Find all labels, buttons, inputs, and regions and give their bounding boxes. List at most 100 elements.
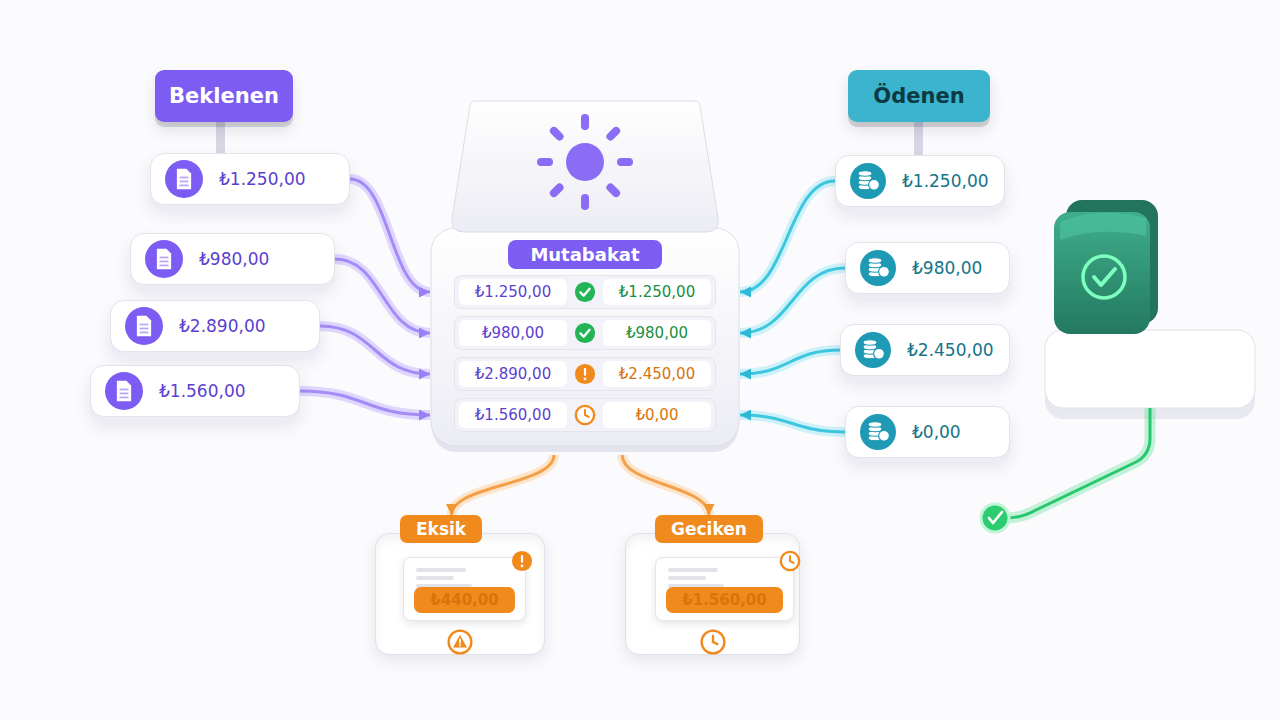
- amount-card: ₺1.560,00: [655, 557, 794, 621]
- flow-connector: [335, 259, 430, 333]
- pipe: [740, 350, 840, 374]
- wallet-body: [1054, 212, 1150, 334]
- table-row: ₺1.560,00 ₺0,00: [454, 398, 716, 432]
- pipe: [335, 259, 430, 333]
- card-line: [416, 568, 466, 572]
- column-sign: Ödenen: [848, 70, 990, 122]
- amount-text: ₺2.450,00: [907, 340, 994, 360]
- wallet-check-ring: [1083, 256, 1125, 298]
- tray-title: Geciken: [655, 515, 763, 543]
- clock-icon: [574, 404, 596, 426]
- card-line: [416, 576, 454, 580]
- pipe-glow: [452, 455, 555, 515]
- table-row: ₺980,00 ₺980,00: [454, 316, 716, 350]
- pipe: [740, 415, 845, 432]
- amount-card: ₺440,00: [403, 557, 526, 621]
- table-row: ₺2.890,00 ₺2.450,00: [454, 357, 716, 391]
- tray-title: Eksik: [400, 515, 482, 543]
- tray-clock-icon: [700, 629, 726, 655]
- card-line: [668, 568, 718, 572]
- coin-icon: [855, 332, 891, 368]
- column-title: Beklenen: [169, 84, 279, 108]
- flow-connector: [740, 350, 840, 374]
- result-tray: Eksik ₺440,00: [375, 515, 545, 655]
- table-cell: ₺980,00: [603, 320, 711, 346]
- column-sign: Beklenen: [155, 70, 293, 122]
- table-cell: ₺1.560,00: [459, 402, 567, 428]
- wallet-check: [1094, 269, 1115, 285]
- table-cell: ₺2.450,00: [603, 361, 711, 387]
- table-cell-text: ₺1.560,00: [475, 406, 551, 424]
- flow-connector: [300, 391, 430, 415]
- document-icon: [145, 240, 183, 278]
- table-cell-text: ₺1.250,00: [619, 283, 695, 301]
- sign-post: [216, 118, 225, 156]
- pipe-glow: [740, 350, 840, 374]
- pipe-glow: [622, 455, 709, 515]
- paid-box: ₺980,00: [845, 242, 1010, 294]
- warning-icon: [511, 550, 533, 572]
- expected-box: ₺2.890,00: [110, 300, 320, 352]
- table-cell-text: ₺1.250,00: [475, 283, 551, 301]
- flow-connector: [740, 268, 845, 333]
- paid-box: ₺0,00: [845, 406, 1010, 458]
- pipe-glow: [300, 391, 430, 415]
- table-cell: ₺2.890,00: [459, 361, 567, 387]
- flow-connector: [740, 415, 845, 432]
- document-icon: [105, 372, 143, 410]
- done-dot: [981, 504, 1009, 532]
- pipe: [622, 455, 709, 515]
- match-icon: [574, 322, 596, 344]
- table-cell-text: ₺0,00: [636, 406, 679, 424]
- flow-connector: [452, 455, 555, 515]
- wallet-flap: [1060, 213, 1146, 240]
- document-icon: [125, 307, 163, 345]
- pipe: [320, 326, 430, 374]
- machine-title: Mutabakat: [508, 240, 661, 269]
- table-cell: ₺980,00: [459, 320, 567, 346]
- pipe-glow: [740, 268, 845, 333]
- document-icon: [165, 160, 203, 198]
- table-cell: ₺1.250,00: [603, 279, 711, 305]
- pipe: [740, 268, 845, 333]
- amount-text: ₺1.250,00: [902, 171, 989, 191]
- amount-text: ₺980,00: [199, 249, 269, 269]
- amount-text: ₺440,00: [414, 587, 514, 613]
- table-cell-text: ₺980,00: [482, 324, 544, 342]
- table-cell-text: ₺2.450,00: [619, 365, 695, 383]
- amount-text: ₺1.560,00: [666, 587, 782, 613]
- pipe-glow: [320, 326, 430, 374]
- payout-pipe: [1006, 408, 1150, 518]
- coin-icon: [860, 414, 896, 450]
- paid-box: ₺2.450,00: [840, 324, 1010, 376]
- table-row: ₺1.250,00 ₺1.250,00: [454, 275, 716, 309]
- pipe: [300, 391, 430, 415]
- done-check: [989, 512, 1002, 523]
- clock-icon: [779, 550, 801, 572]
- expected-box: ₺1.250,00: [150, 153, 350, 205]
- expected-box: ₺980,00: [130, 233, 335, 285]
- payout-pipe-glow: [1006, 408, 1150, 518]
- column-title: Ödenen: [873, 84, 964, 108]
- result-tray: Geciken ₺1.560,00: [625, 515, 800, 655]
- amount-text: ₺0,00: [912, 422, 961, 442]
- expected-box: ₺1.560,00: [90, 365, 300, 417]
- warning-icon: [574, 363, 596, 385]
- amount-text: ₺2.890,00: [179, 316, 266, 336]
- reconcile-machine: Mutabakat₺1.250,00₺1.250,00₺980,00₺980,0…: [430, 100, 740, 455]
- pipe-glow: [740, 415, 845, 432]
- sign-post: [914, 118, 923, 158]
- amount-text: ₺980,00: [912, 258, 982, 278]
- flow-connector: [320, 326, 430, 374]
- amount-text: ₺1.250,00: [219, 169, 306, 189]
- amount-text: ₺1.560,00: [159, 381, 246, 401]
- pipe-glow: [335, 259, 430, 333]
- table-cell: ₺0,00: [603, 402, 711, 428]
- wallet-base: [1045, 330, 1255, 408]
- coin-icon: [860, 250, 896, 286]
- table-cell-text: ₺980,00: [626, 324, 688, 342]
- flow-connector: [622, 455, 709, 515]
- table-cell-text: ₺2.890,00: [475, 365, 551, 383]
- table-cell: ₺1.250,00: [459, 279, 567, 305]
